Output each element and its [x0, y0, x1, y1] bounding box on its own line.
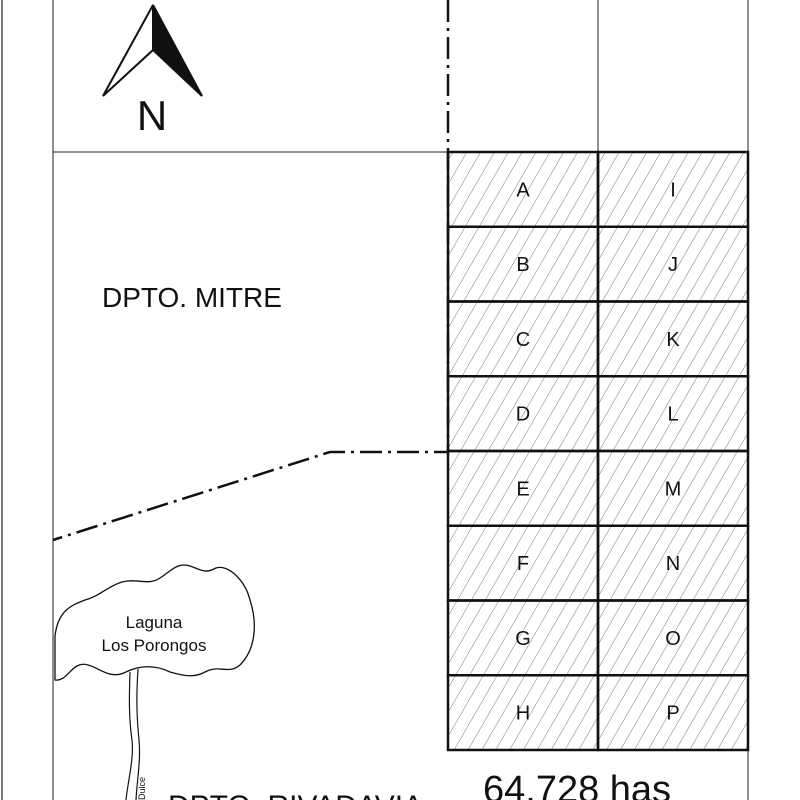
parcel-label: D: [516, 404, 530, 426]
parcel-m: [596, 449, 750, 527]
parcel-label: L: [667, 404, 678, 426]
parcel-label: A: [516, 179, 530, 201]
parcel-label: C: [516, 329, 530, 351]
parcel-label: E: [516, 478, 529, 500]
lake-shape: [54, 564, 255, 681]
north-arrow-icon: [102, 4, 203, 97]
parcel-f: [446, 524, 600, 602]
river: [125, 668, 141, 800]
parcel-label: F: [517, 553, 529, 575]
parcel-e: [446, 449, 600, 527]
parcel-label: G: [515, 628, 531, 650]
parcel-label: J: [668, 254, 678, 276]
parcel-label: B: [516, 254, 529, 276]
parcel-label: I: [670, 179, 676, 201]
parcel-k: [596, 300, 750, 378]
parcel-label: O: [665, 628, 681, 650]
area-label: 64.728 has: [483, 769, 671, 800]
lake-label-line1: Laguna: [126, 613, 183, 632]
parcel-o: [596, 599, 750, 677]
parcel-label: M: [665, 478, 682, 500]
region-label-rivadavia: DPTO. RIVADAVIA: [168, 790, 423, 800]
parcel-n: [596, 524, 750, 602]
parcel-p: [596, 674, 750, 752]
river-label: Dulce: [137, 777, 147, 800]
parcel-label: K: [666, 329, 680, 351]
parcel-c: [446, 300, 600, 378]
lake-label-line2: Los Porongos: [102, 636, 207, 655]
north-label: N: [137, 92, 167, 139]
parcel-grid: A B C D E F G H I J K L M N O P: [446, 150, 750, 752]
parcel-l: [596, 375, 750, 453]
region-label-mitre: DPTO. MITRE: [102, 282, 282, 313]
parcel-label: H: [516, 703, 530, 725]
parcel-label: N: [666, 553, 680, 575]
parcel-j: [596, 225, 750, 303]
parcel-label: P: [666, 703, 679, 725]
parcel-b: [446, 225, 600, 303]
